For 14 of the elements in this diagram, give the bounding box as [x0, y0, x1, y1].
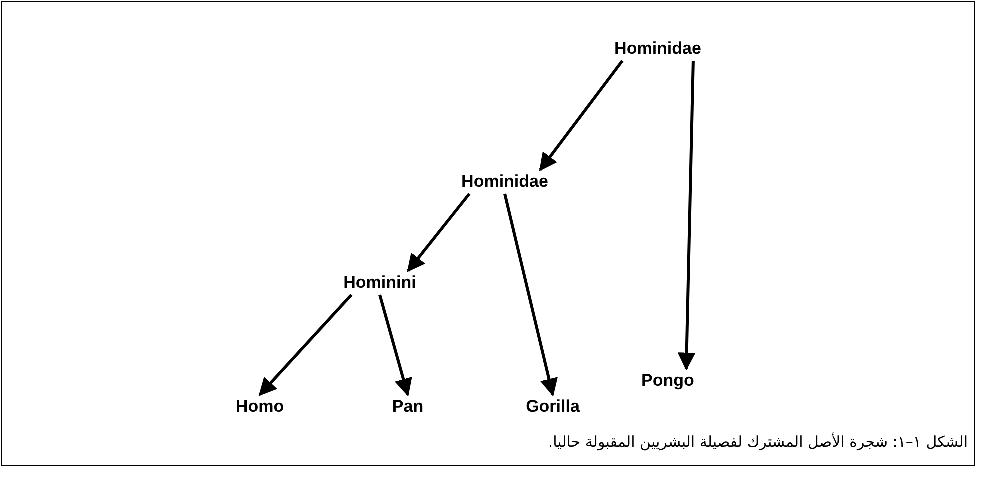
taxon-label: Gorilla [526, 397, 580, 417]
arrow [539, 60, 624, 172]
taxon-label: Hominini [344, 273, 416, 293]
arrow [504, 194, 558, 397]
arrow [378, 294, 412, 397]
caption: الشكل ١–١: شجرة الأصل المشترك لفصيلة البشريين المقبولة حاليا. [548, 432, 968, 453]
taxon-label: Pongo [642, 371, 694, 391]
taxon-label: Homo [236, 397, 284, 417]
taxon-label: Hominidae [462, 172, 548, 192]
arrow [258, 294, 353, 396]
taxon-label: Hominidae [614, 39, 702, 59]
arrow [407, 193, 471, 272]
taxon-label: Pan [392, 397, 424, 417]
arrow [678, 60, 696, 371]
